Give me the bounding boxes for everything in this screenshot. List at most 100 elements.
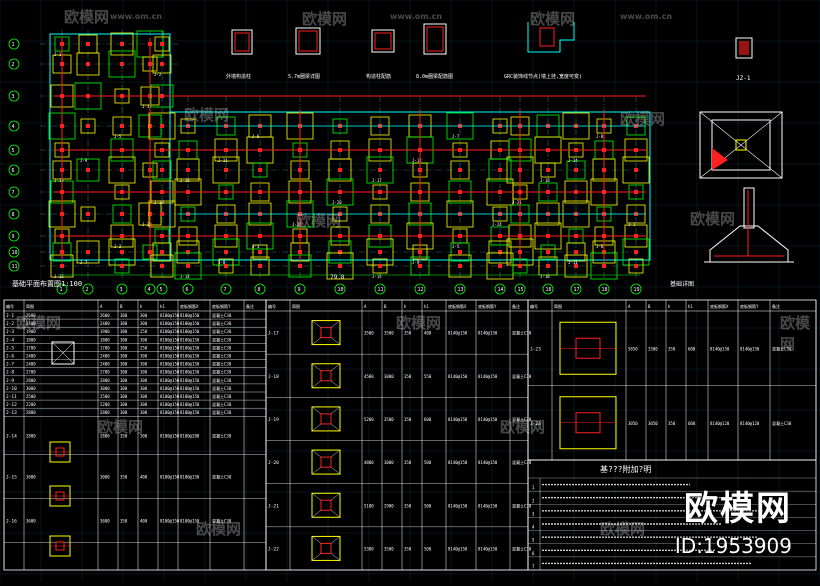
table-left-cell: 300 bbox=[120, 410, 128, 415]
table-mid-cell: 8140@150 bbox=[478, 503, 498, 508]
table-left-cell: 8100@150 bbox=[160, 402, 180, 407]
column-stub bbox=[160, 124, 164, 128]
table-mid-cell: 3500 bbox=[364, 331, 374, 336]
table-left-cell: 混凝土C30 bbox=[212, 369, 232, 375]
footing-tag: J-5 bbox=[452, 244, 460, 249]
footing bbox=[326, 252, 354, 280]
table-right-header: h bbox=[668, 304, 671, 309]
axis-label-bottom: 14 bbox=[498, 287, 504, 293]
footing-tag: J-7 bbox=[80, 260, 88, 265]
axis-label-bottom: 8 bbox=[258, 287, 261, 293]
table-left-cell: 混凝土C30 bbox=[212, 312, 232, 318]
table-mid-cell: 500 bbox=[424, 546, 432, 551]
table-left-cell: 混凝土C30 bbox=[212, 344, 232, 350]
watermark-mid-7: 欧模网 bbox=[780, 314, 811, 353]
table-mid-cell: 600 bbox=[424, 417, 432, 422]
watermark-site-1: www.om.cn bbox=[110, 12, 163, 21]
table-left-cell: 2800 bbox=[26, 378, 36, 383]
axis-label-left: 4 bbox=[12, 124, 15, 130]
table-left-cell: 350 bbox=[120, 518, 128, 523]
footing-tag: J-12 bbox=[412, 158, 422, 163]
table-left-cell: 300 bbox=[120, 362, 128, 367]
table-left-cell: 2700 bbox=[100, 370, 110, 375]
table-left-cell: 混凝土C30 bbox=[212, 393, 232, 399]
watermark-low-3: 欧模网 bbox=[196, 520, 242, 538]
table-left-cell: 混凝土C30 bbox=[212, 320, 232, 326]
table-left-cell: 8100@150 bbox=[160, 329, 180, 334]
table-left-cell: 混凝土C30 bbox=[212, 401, 232, 407]
table-left-header: 备注 bbox=[246, 303, 254, 309]
column-stub bbox=[224, 168, 228, 172]
axis-label-left: 10 bbox=[12, 250, 18, 256]
plan-tie-beams bbox=[54, 38, 646, 262]
column-stub bbox=[120, 42, 124, 46]
table-left-cell: 8100@150 bbox=[180, 329, 200, 334]
axis-label-bottom: 4 bbox=[148, 287, 151, 293]
table-mid-cell: 2900 bbox=[384, 503, 394, 508]
table-left-cell: 8100@150 bbox=[180, 474, 200, 479]
footing bbox=[328, 158, 352, 182]
table-left-cell: 8100@150 bbox=[180, 362, 200, 367]
watermark-site-3: www.om.cn bbox=[620, 12, 673, 21]
table-left-cell: 300 bbox=[140, 394, 148, 399]
table-left-cell: 300 bbox=[140, 410, 148, 415]
axis-bubble-left bbox=[8, 58, 20, 70]
table-left-cell: 300 bbox=[140, 402, 148, 407]
table-left-cell: 2400 bbox=[100, 362, 110, 367]
column-stub bbox=[120, 124, 124, 128]
footing bbox=[174, 252, 202, 280]
table-mid-cell: 3500 bbox=[384, 417, 394, 422]
column-stub bbox=[634, 264, 638, 268]
table-right-header: 简图 bbox=[554, 303, 562, 309]
detail-label-6: JZ-1 bbox=[736, 75, 751, 82]
axis-bubble-bottom bbox=[374, 283, 386, 295]
table-right-header: 底板钢筋X bbox=[710, 303, 729, 309]
axis-bubble-bottom bbox=[182, 283, 194, 295]
table-mid-cell: 8140@150 bbox=[478, 331, 498, 336]
footing-tag: J-1 bbox=[628, 222, 636, 227]
table-left-cell-id: J-11 bbox=[6, 394, 17, 400]
column-stub bbox=[86, 42, 90, 46]
table-left-cell: 300 bbox=[140, 386, 148, 391]
column-stub bbox=[258, 168, 262, 172]
table-mid-cell: 550 bbox=[424, 374, 432, 379]
footing-tag: J-1 bbox=[54, 52, 62, 57]
table-mid-cell: 5100 bbox=[364, 503, 374, 508]
footing-tag: J-6 bbox=[252, 134, 260, 139]
column-stub bbox=[498, 168, 502, 172]
table-left-cell: 8100@150 bbox=[180, 394, 200, 399]
main-block-outline bbox=[169, 111, 651, 261]
table-mid-cell: 350 bbox=[404, 374, 412, 379]
table-left-cell: 混凝土C30 bbox=[212, 409, 232, 415]
table-left-cell: 混凝土C30 bbox=[212, 385, 232, 391]
column-stub bbox=[574, 264, 578, 268]
footing bbox=[252, 244, 268, 260]
footing-tag: J-6 bbox=[596, 244, 604, 249]
table-left-cell: 混凝土C30 bbox=[212, 517, 232, 523]
footing bbox=[80, 118, 96, 134]
footing-tag: J-16 bbox=[540, 274, 550, 279]
axis-label-bottom: 7 bbox=[224, 287, 227, 293]
table-left-cell: 300 bbox=[140, 433, 148, 438]
watermark-mid-2: 欧模网 bbox=[620, 110, 666, 128]
notes-number: 2 bbox=[532, 498, 535, 503]
table-mid-cell: 500 bbox=[424, 503, 432, 508]
table-right-cell: 5850 bbox=[628, 346, 638, 351]
column-stub bbox=[160, 168, 164, 172]
axis-bubble-left bbox=[8, 186, 20, 198]
axis-bubble-left bbox=[8, 120, 20, 132]
sketch-slope bbox=[311, 536, 341, 561]
table-right-cell: 350 bbox=[668, 346, 676, 351]
footing bbox=[212, 156, 240, 184]
footing-tag: J-24 bbox=[492, 222, 502, 227]
column-stub bbox=[86, 62, 90, 66]
table-left-cell: 3000 bbox=[26, 386, 36, 391]
table-left-cell: 8100@150 bbox=[160, 386, 180, 391]
sketch-column bbox=[320, 499, 332, 511]
footing bbox=[540, 162, 556, 178]
sketch-footing bbox=[311, 406, 341, 432]
axis-bubble-bottom bbox=[542, 283, 554, 295]
table-left-cell: 300 bbox=[120, 386, 128, 391]
watermark-site-2: www.om.cn bbox=[390, 12, 443, 21]
